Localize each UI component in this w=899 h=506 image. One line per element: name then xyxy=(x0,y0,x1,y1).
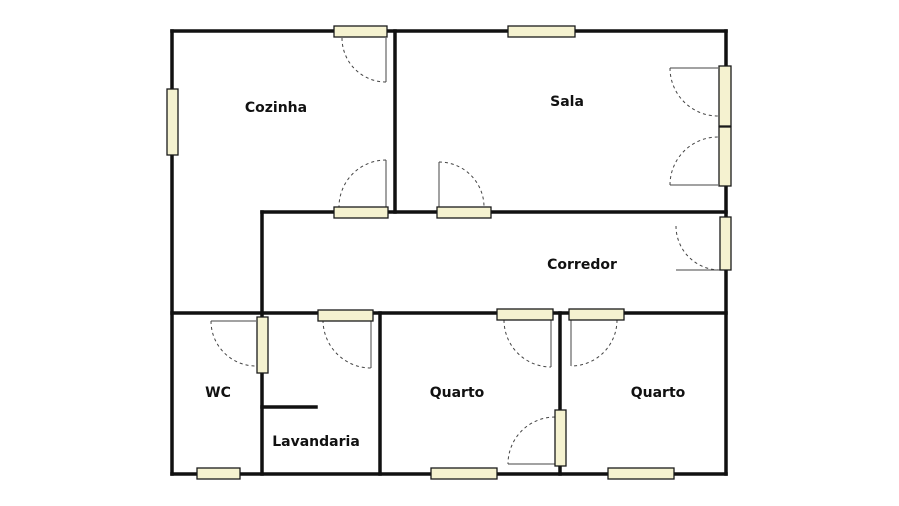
window-living-right-upper xyxy=(718,65,732,127)
window-living-right-lower xyxy=(718,126,732,187)
room-label-sala: Sala xyxy=(550,94,584,110)
window-bedroom-left-bottom xyxy=(430,467,498,480)
frame-bedroom-right xyxy=(568,308,625,321)
room-label-cozinha: Cozinha xyxy=(245,100,307,116)
door-wc xyxy=(210,320,257,367)
walls xyxy=(170,29,728,476)
doors xyxy=(210,37,721,465)
room-label-lavandaria: Lavandaria xyxy=(272,434,360,450)
door-bedroom-right xyxy=(570,319,618,367)
window-kitchen-left xyxy=(166,88,179,156)
windows xyxy=(166,25,732,480)
frame-corridor-entrance xyxy=(719,216,732,271)
frame-bedroom-left xyxy=(496,308,554,321)
frame-living-corridor xyxy=(436,206,492,219)
frame-bedroom-connect xyxy=(554,409,567,467)
door-bedroom-connect xyxy=(507,416,556,465)
window-wc-bottom xyxy=(196,467,241,480)
room-label-corredor: Corredor xyxy=(547,257,617,273)
door-kitchen-corridor xyxy=(338,159,387,208)
door-laundry xyxy=(322,319,372,369)
room-label-quarto-left: Quarto xyxy=(430,385,485,401)
door-living-corridor xyxy=(438,161,485,208)
room-labels: Cozinha Sala Corredor WC Lavandaria Quar… xyxy=(205,94,686,450)
door-living-right-lower xyxy=(669,136,719,186)
room-label-wc: WC xyxy=(205,385,231,401)
door-living-right-upper xyxy=(669,67,719,117)
frame-laundry xyxy=(317,309,374,322)
frame-wc xyxy=(256,316,269,374)
door-kitchen-top xyxy=(341,37,387,83)
room-label-quarto-right: Quarto xyxy=(631,385,686,401)
frame-kitchen-corridor xyxy=(333,206,389,219)
window-bedroom-right-bottom xyxy=(607,467,675,480)
window-kitchen-top xyxy=(333,25,388,38)
door-bedroom-left xyxy=(503,319,552,368)
window-living-top xyxy=(507,25,576,38)
door-corridor-entrance xyxy=(675,225,721,271)
